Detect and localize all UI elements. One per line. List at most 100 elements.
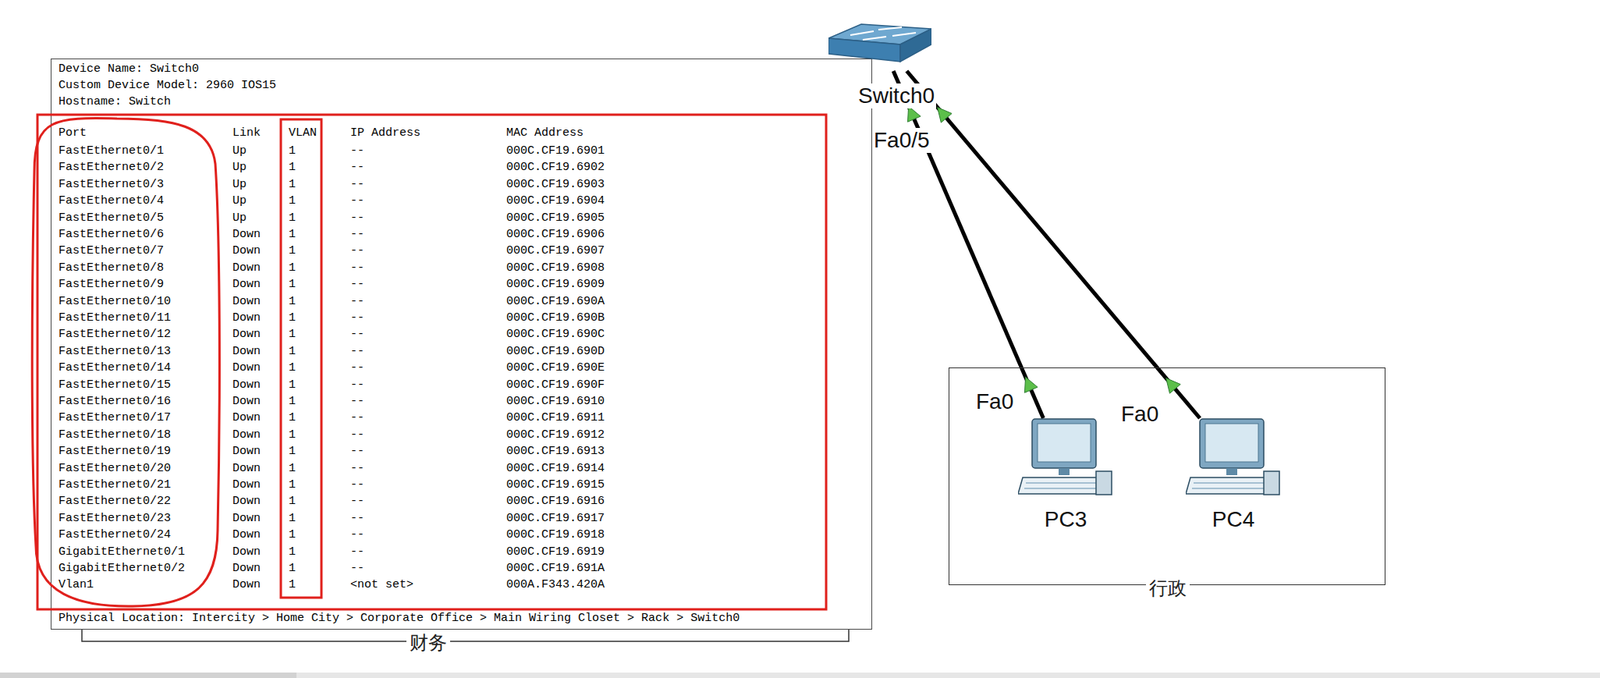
- table-cell: --: [350, 243, 365, 259]
- network-cable: [906, 70, 1200, 419]
- node-label: PC3: [1043, 507, 1089, 533]
- table-cell: FastEthernet0/6: [58, 227, 164, 243]
- table-cell: Down: [232, 477, 261, 494]
- group-label: 财务: [406, 631, 451, 655]
- table-cell: Down: [232, 577, 261, 593]
- table-cell: Down: [232, 294, 261, 310]
- port-table-popup: Device Name: Switch0Custom Device Model:…: [50, 58, 873, 630]
- table-cell: --: [350, 143, 365, 160]
- table-cell: --: [350, 544, 365, 561]
- table-cell: 000C.CF19.690F: [506, 377, 605, 394]
- table-cell: --: [350, 527, 365, 543]
- table-cell: 1: [288, 227, 296, 243]
- table-cell: 1: [288, 493, 296, 510]
- table-cell: --: [350, 461, 365, 477]
- table-cell: --: [350, 360, 365, 377]
- table-cell: 000C.CF19.6911: [506, 410, 605, 426]
- table-cell: --: [350, 510, 365, 527]
- table-cell: 1: [288, 276, 296, 293]
- table-cell: 1: [288, 377, 296, 394]
- table-cell: 1: [288, 427, 296, 444]
- table-cell: --: [350, 294, 365, 310]
- table-cell: Down: [232, 326, 261, 343]
- table-cell: 000C.CF19.691A: [506, 560, 605, 577]
- pc-device: PC4: [1182, 418, 1285, 533]
- table-cell: Down: [232, 393, 261, 410]
- node-label: Switch0: [856, 83, 937, 109]
- table-cell: FastEthernet0/8: [58, 260, 164, 277]
- table-cell: FastEthernet0/17: [58, 410, 171, 426]
- link-light: [937, 107, 952, 124]
- table-cell: Down: [232, 310, 261, 327]
- table-cell: FastEthernet0/21: [58, 477, 171, 494]
- pc-device: PC3: [1014, 418, 1117, 533]
- table-cell: 000C.CF19.690B: [506, 310, 605, 327]
- table-cell: 000C.CF19.690A: [506, 294, 605, 310]
- table-cell: 000C.CF19.690C: [506, 326, 605, 343]
- table-cell: 000C.CF19.6915: [506, 477, 605, 494]
- link-light: [1166, 378, 1181, 394]
- table-cell: <not set>: [350, 577, 414, 593]
- port-label: Fa0: [974, 389, 1015, 415]
- status-bar-segment: [0, 672, 297, 678]
- switch-icon: [828, 22, 932, 71]
- table-cell: 000C.CF19.6909: [506, 276, 605, 293]
- network-cable: [893, 70, 1044, 419]
- table-cell: 1: [288, 560, 296, 577]
- table-cell: 000C.CF19.6910: [506, 393, 605, 410]
- table-cell: FastEthernet0/3: [58, 177, 164, 193]
- device-info-text: Custom Device Model: 2960 IOS15: [58, 78, 277, 94]
- table-cell: 000C.CF19.6903: [506, 177, 605, 193]
- table-cell: 000C.CF19.690E: [506, 360, 605, 377]
- table-header: IP Address: [350, 125, 421, 142]
- table-cell: --: [350, 159, 365, 176]
- device-info-text: Device Name: Switch0: [58, 61, 199, 78]
- table-cell: 1: [288, 344, 296, 360]
- node-label: PC4: [1210, 507, 1256, 533]
- status-bar: [0, 672, 1600, 678]
- table-header: VLAN: [288, 125, 317, 142]
- table-cell: FastEthernet0/22: [58, 493, 171, 510]
- table-cell: 000C.CF19.6917: [506, 510, 605, 527]
- table-cell: --: [350, 344, 365, 360]
- table-cell: FastEthernet0/9: [58, 276, 164, 293]
- link-light: [908, 106, 922, 122]
- table-cell: Down: [232, 260, 261, 277]
- table-cell: FastEthernet0/16: [58, 393, 171, 410]
- table-cell: FastEthernet0/13: [58, 344, 171, 360]
- table-cell: --: [350, 210, 365, 227]
- table-cell: 000C.CF19.6918: [506, 527, 605, 543]
- table-header: Link: [232, 125, 261, 142]
- table-cell: --: [350, 393, 365, 410]
- table-cell: --: [350, 177, 365, 193]
- table-cell: 000C.CF19.690D: [506, 344, 605, 360]
- table-cell: FastEthernet0/19: [58, 443, 171, 460]
- table-cell: 1: [288, 210, 296, 227]
- table-cell: 000C.CF19.6908: [506, 260, 605, 277]
- table-cell: 000C.CF19.6914: [506, 461, 605, 477]
- pc-icon: [1185, 418, 1281, 499]
- table-header: Port: [58, 125, 87, 142]
- table-cell: FastEthernet0/5: [58, 210, 164, 227]
- table-cell: 000C.CF19.6907: [506, 243, 605, 259]
- table-cell: --: [350, 260, 365, 277]
- table-cell: Down: [232, 427, 261, 444]
- table-cell: --: [350, 193, 365, 210]
- table-cell: --: [350, 326, 365, 343]
- table-cell: 1: [288, 159, 296, 176]
- switch-device: Switch0: [828, 22, 932, 71]
- pc-icon: [1018, 418, 1114, 499]
- table-cell: 000C.CF19.6919: [506, 544, 605, 561]
- table-cell: 000A.F343.420A: [506, 577, 605, 593]
- table-cell: --: [350, 443, 365, 460]
- table-cell: Down: [232, 493, 261, 510]
- table-cell: Down: [232, 243, 261, 259]
- table-cell: FastEthernet0/23: [58, 510, 171, 527]
- table-cell: Down: [232, 510, 261, 527]
- table-cell: --: [350, 227, 365, 243]
- table-cell: FastEthernet0/18: [58, 427, 171, 444]
- table-cell: 1: [288, 360, 296, 377]
- table-cell: 1: [288, 443, 296, 460]
- table-cell: 1: [288, 193, 296, 210]
- table-cell: Down: [232, 344, 261, 360]
